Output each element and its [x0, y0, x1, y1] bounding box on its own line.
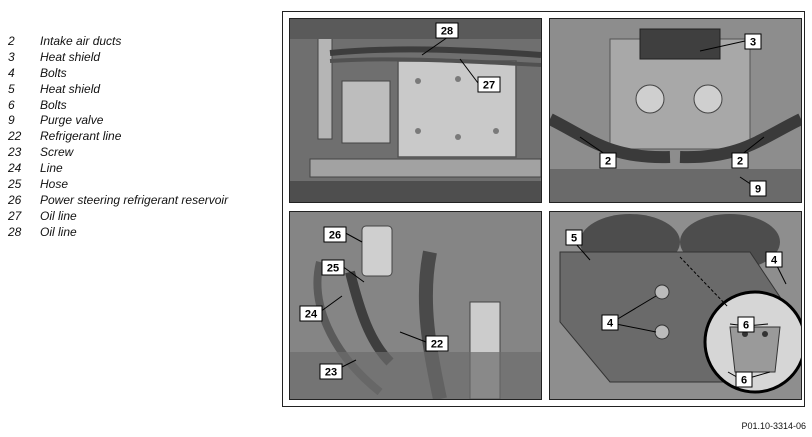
callout-28: 28 [441, 26, 453, 38]
legend-number: 27 [8, 208, 22, 223]
legend-item: 6 Bolts [8, 97, 228, 113]
figure-reference: P01.10-3314-06 [741, 421, 806, 431]
callout-2-left: 2 [605, 156, 611, 168]
callout-27: 27 [483, 80, 495, 92]
legend-item: 5 Heat shield [8, 81, 228, 97]
callout-23: 23 [325, 367, 337, 379]
callout-9: 9 [755, 184, 761, 196]
engine-photo-intake: 3 2 2 9 [550, 19, 801, 202]
legend-item: 2 Intake air ducts [8, 33, 228, 49]
callout-5: 5 [571, 233, 577, 245]
callout-2-right: 2 [737, 156, 743, 168]
legend-label: Heat shield [40, 81, 101, 96]
legend-number: 9 [8, 113, 15, 128]
photo-panel-bottom-right: 5 4 4 6 6 [549, 211, 802, 400]
callout-4-left: 4 [607, 318, 614, 330]
legend-item: 4 Bolts [8, 65, 228, 81]
legend-number: 5 [8, 81, 15, 96]
legend-label: Bolts [40, 65, 67, 80]
legend-number: 24 [8, 161, 22, 176]
callout-3: 3 [750, 37, 756, 49]
legend-item: 9 Purge valve [8, 112, 228, 128]
legend-number: 23 [8, 145, 22, 160]
legend-label: Refrigerant line [40, 129, 122, 144]
legend-label: Oil line [40, 208, 77, 223]
legend-item: 22 Refrigerant line [8, 128, 228, 144]
legend-label: Heat shield [40, 49, 101, 64]
engine-photo-heat-shield: 5 4 4 6 6 [550, 212, 801, 399]
legend-number: 25 [8, 176, 22, 191]
figure-frame: 28 27 3 2 2 9 [282, 11, 805, 407]
engine-photo-oil-lines: 28 27 [290, 19, 541, 202]
callout-25: 25 [327, 263, 339, 275]
legend-number: 2 [8, 33, 15, 48]
legend-label: Hose [40, 176, 69, 191]
legend-item: 3 Heat shield [8, 49, 228, 65]
photo-panel-top-left: 28 27 [289, 18, 542, 203]
legend-item: 28 Oil line [8, 224, 228, 240]
photo-panel-bottom-left: 26 25 24 22 23 [289, 211, 542, 400]
legend-item: 23 Screw [8, 144, 228, 160]
legend-label: Bolts [40, 97, 67, 112]
callout-6-bottom: 6 [741, 375, 747, 387]
legend-number: 3 [8, 49, 15, 64]
legend-number: 22 [8, 129, 22, 144]
legend-label: Power steering refrigerant reservoir [40, 192, 229, 207]
legend-number: 28 [8, 224, 22, 239]
legend-item: 27 Oil line [8, 208, 228, 224]
photo-panel-top-right: 3 2 2 9 [549, 18, 802, 203]
callout-6-top: 6 [743, 320, 749, 332]
legend-label: Purge valve [40, 113, 104, 128]
legend-label: Oil line [40, 224, 77, 239]
legend-number: 4 [8, 65, 15, 80]
legend-item: 26 Power steering refrigerant reservoir [8, 192, 228, 208]
legend-label: Intake air ducts [40, 33, 122, 48]
legend-number: 6 [8, 97, 15, 112]
engine-photo-reservoir: 26 25 24 22 23 [290, 212, 541, 399]
legend-label: Line [40, 161, 63, 176]
callout-26: 26 [329, 230, 341, 242]
legend-item: 24 Line [8, 160, 228, 176]
callout-22: 22 [431, 339, 443, 351]
callout-4-right: 4 [771, 255, 778, 267]
legend-label: Screw [40, 145, 74, 160]
legend-number: 26 [8, 192, 22, 207]
callout-24: 24 [305, 309, 318, 321]
legend-item: 25 Hose [8, 176, 228, 192]
